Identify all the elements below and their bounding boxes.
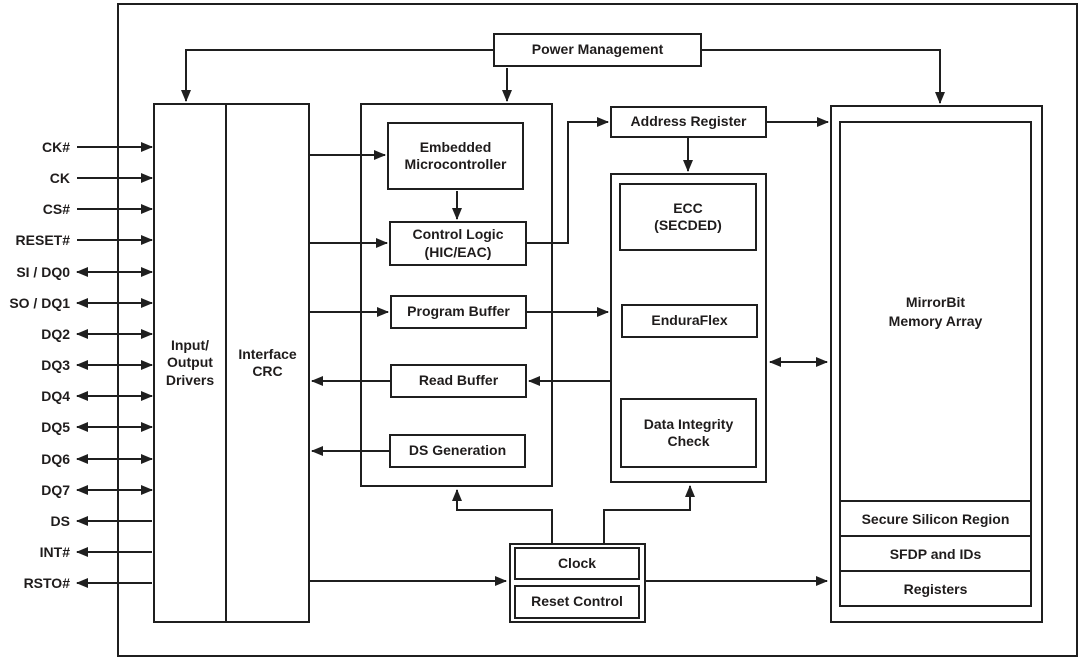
io-drivers-label: Input/ Output Drivers <box>165 336 215 388</box>
pin-label-ck: CK <box>49 170 70 186</box>
pin-label-dq7: DQ7 <box>41 482 70 498</box>
address-register-block: Address Register <box>610 106 767 138</box>
pin-label-ck: CK# <box>41 139 70 155</box>
control-logic-block: Control Logic (HIC/EAC) <box>389 221 527 266</box>
interface-crc-block: Interface CRC <box>225 105 308 621</box>
pin-label-rsto: RSTO# <box>23 575 70 591</box>
sfdp-and-ids-block: SFDP and IDs <box>841 535 1030 570</box>
secure-silicon-region-block: Secure Silicon Region <box>841 500 1030 535</box>
ds-generation-block: DS Generation <box>389 434 526 468</box>
embedded-microcontroller-block: Embedded Microcontroller <box>387 122 524 190</box>
enduraflex-block: EnduraFlex <box>621 304 758 338</box>
pin-label-dq3: DQ3 <box>41 357 70 373</box>
pin-label-cs: CS# <box>42 201 70 217</box>
clock-block: Clock <box>514 547 640 580</box>
pin-label-so-dq1: SO / DQ1 <box>9 295 70 311</box>
io-interface-block: Input/ Output Drivers Interface CRC <box>153 103 310 623</box>
pin-label-dq6: DQ6 <box>41 451 70 467</box>
power-management-block: Power Management <box>493 33 702 67</box>
pin-label-dq5: DQ5 <box>41 419 70 435</box>
reset-control-block: Reset Control <box>514 585 640 619</box>
memory-inner-container: MirrorBit Memory Array Secure Silicon Re… <box>839 121 1032 607</box>
pin-label-int: INT# <box>39 544 70 560</box>
pin-label-dq4: DQ4 <box>41 388 70 404</box>
program-buffer-block: Program Buffer <box>390 295 527 329</box>
data-integrity-check-block: Data Integrity Check <box>620 398 757 468</box>
read-buffer-block: Read Buffer <box>390 364 527 398</box>
pin-label-dq2: DQ2 <box>41 326 70 342</box>
pin-label-reset: RESET# <box>15 232 70 248</box>
mirrorbit-memory-array-block: MirrorBit Memory Array <box>888 294 983 329</box>
interface-crc-label: Interface CRC <box>238 345 297 380</box>
pin-label-si-dq0: SI / DQ0 <box>16 264 70 280</box>
pin-label-ds: DS <box>50 513 70 529</box>
io-drivers-block: Input/ Output Drivers <box>155 105 225 621</box>
registers-block: Registers <box>841 570 1030 605</box>
ecc-secded-block: ECC (SECDED) <box>619 183 757 251</box>
